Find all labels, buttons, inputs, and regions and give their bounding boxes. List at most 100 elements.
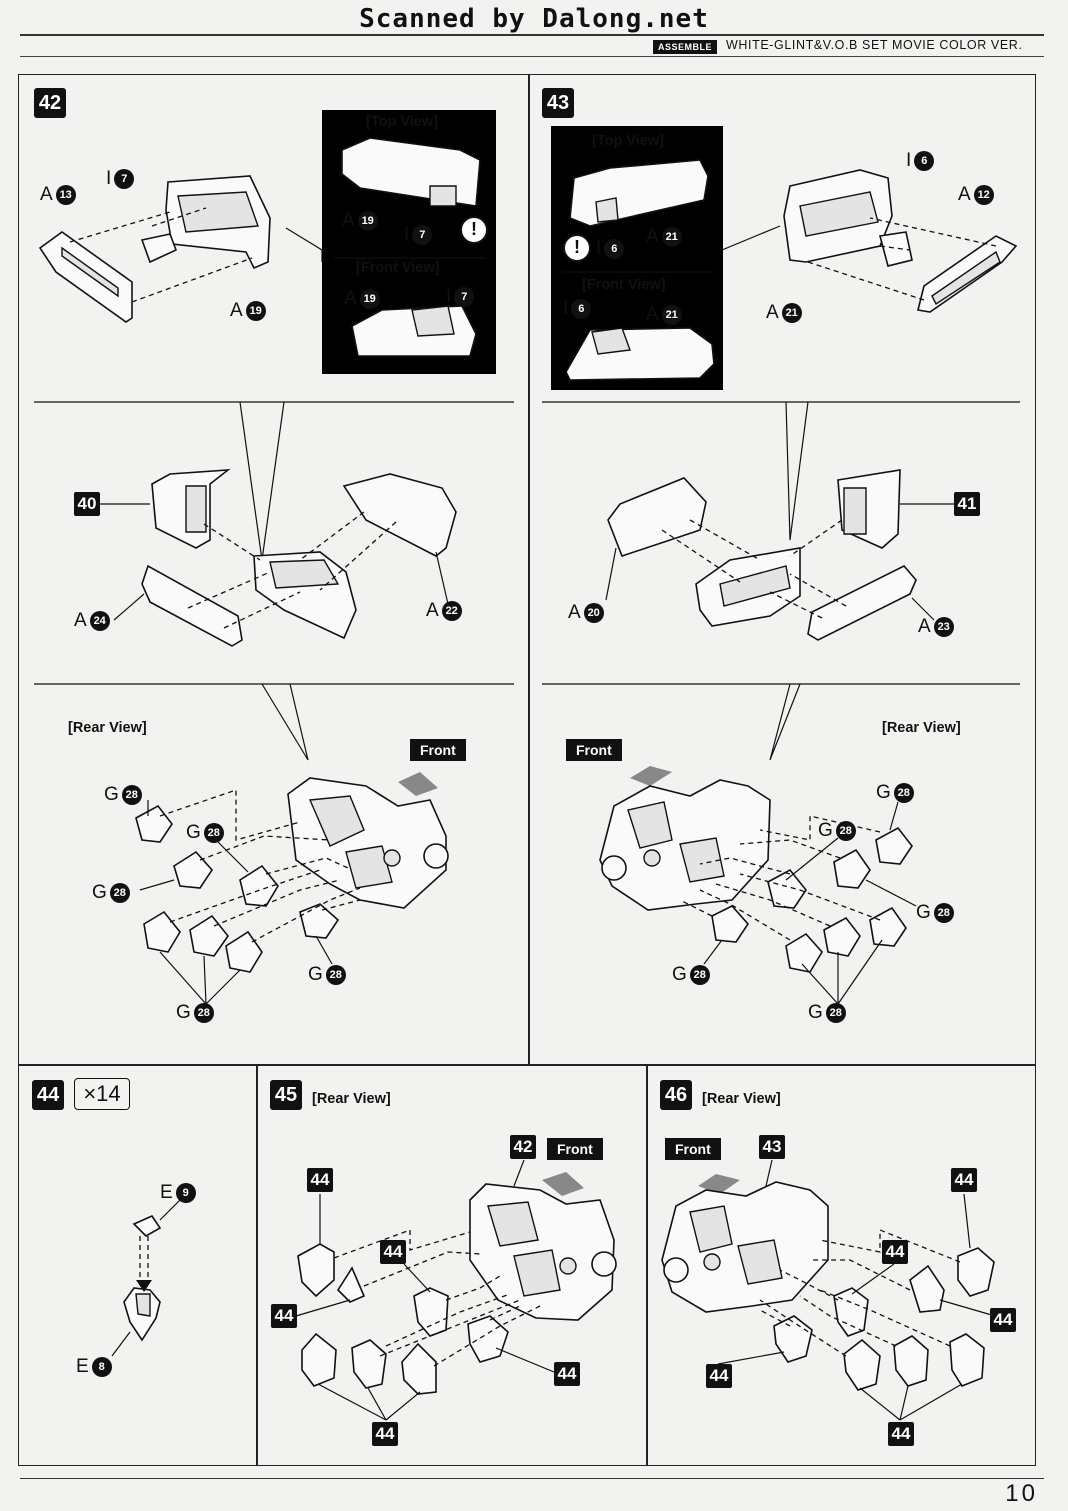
part-number-badge: 21 (661, 227, 682, 247)
part-44-badge: 44 (372, 1422, 398, 1446)
kit-name: WHITE-GLINT&V.O.B SET MOVIE COLOR VER. (726, 38, 1023, 52)
part-number-badge: 19 (357, 211, 378, 231)
part-44-badge: 44 (271, 1304, 297, 1328)
part-number-badge: 19 (359, 289, 380, 309)
part-number-badge: 22 (441, 601, 462, 621)
part-44-badge: 44 (882, 1240, 908, 1264)
front-tag-45: Front (547, 1138, 603, 1160)
subassembly-41-badge: 41 (954, 492, 980, 516)
step46-assembly (661, 1181, 995, 1391)
front-view-label-43: [Front View] (582, 277, 666, 293)
step-43-panel (528, 74, 1036, 1066)
step-42-badge: 42 (34, 88, 66, 118)
front-arrow-46 (698, 1174, 740, 1194)
step-44-badge: 44 (32, 1080, 64, 1110)
rear-view-label-43: [Rear View] (882, 720, 961, 736)
step-46-panel (646, 1064, 1036, 1466)
part-44-badge: 44 (888, 1422, 914, 1446)
part-number-badge: 6 (914, 151, 935, 171)
step43-top-assembly (783, 169, 1018, 313)
rear-view-label-42: [Rear View] (68, 720, 147, 736)
step-42-panel (18, 74, 530, 1066)
caution-icon: ! (460, 216, 488, 244)
rear-view-label-45: [Rear View] (312, 1091, 391, 1107)
assemble-tag: ASSEMBLE (653, 40, 718, 54)
part-number-badge: 28 (689, 965, 710, 985)
part-number-badge: 28 (203, 823, 224, 843)
step42-top-assembly (38, 175, 271, 323)
part-44-badge: 44 (554, 1362, 580, 1386)
part-number-badge: 8 (91, 1357, 112, 1377)
part-number-badge: 28 (193, 1003, 214, 1023)
quantity-badge: ×14 (74, 1078, 130, 1110)
step45-assembly (297, 1183, 617, 1395)
top-view-label-43: [Top View] (592, 133, 664, 149)
front-arrow-43 (630, 766, 672, 786)
part-number-badge: 6 (571, 299, 592, 319)
front-arrow-42 (398, 772, 438, 796)
part-number-badge: 21 (781, 303, 802, 323)
part-44-badge: 44 (380, 1240, 406, 1264)
part-number-badge: 28 (121, 785, 142, 805)
part-number-badge: 7 (412, 225, 433, 245)
part-number-badge: 24 (89, 611, 110, 631)
part-number-badge: 9 (175, 1183, 196, 1203)
subassembly-43-badge: 43 (759, 1135, 785, 1159)
front-arrow-45 (542, 1172, 584, 1196)
part-number-badge: 28 (933, 903, 954, 923)
step44-assembly (111, 1199, 181, 1357)
step-45-panel (256, 1064, 648, 1466)
front-view-label-42: [Front View] (356, 260, 440, 276)
part-number-badge: 28 (325, 965, 346, 985)
part-number-badge: 13 (55, 185, 76, 205)
part-number-badge: 6 (604, 239, 625, 259)
step42-rear-assembly (135, 777, 449, 973)
part-number-badge: 19 (245, 301, 266, 321)
page-number: 10 (1005, 1480, 1038, 1507)
part-number-badge: 23 (933, 617, 954, 637)
step42-middle-assembly (141, 469, 457, 647)
step-46-badge: 46 (660, 1080, 692, 1110)
front-tag-43: Front (566, 739, 622, 761)
part-44-badge: 44 (706, 1364, 732, 1388)
top-view-label-42: [Top View] (366, 114, 438, 130)
step-44-panel (18, 1064, 258, 1466)
subassembly-42-badge: 42 (510, 1135, 536, 1159)
front-tag-46: Front (665, 1138, 721, 1160)
part-number-badge: 7 (454, 287, 475, 307)
caution-icon: ! (563, 234, 591, 262)
step-43-badge: 43 (542, 88, 574, 118)
scan-credit: Scanned by Dalong.net (359, 4, 709, 34)
part-44-badge: 44 (990, 1308, 1016, 1332)
step43-middle-assembly (607, 469, 917, 641)
header-rule-lower (20, 56, 1044, 57)
step43-rear-assembly (599, 779, 913, 973)
part-44-badge: 44 (951, 1168, 977, 1192)
